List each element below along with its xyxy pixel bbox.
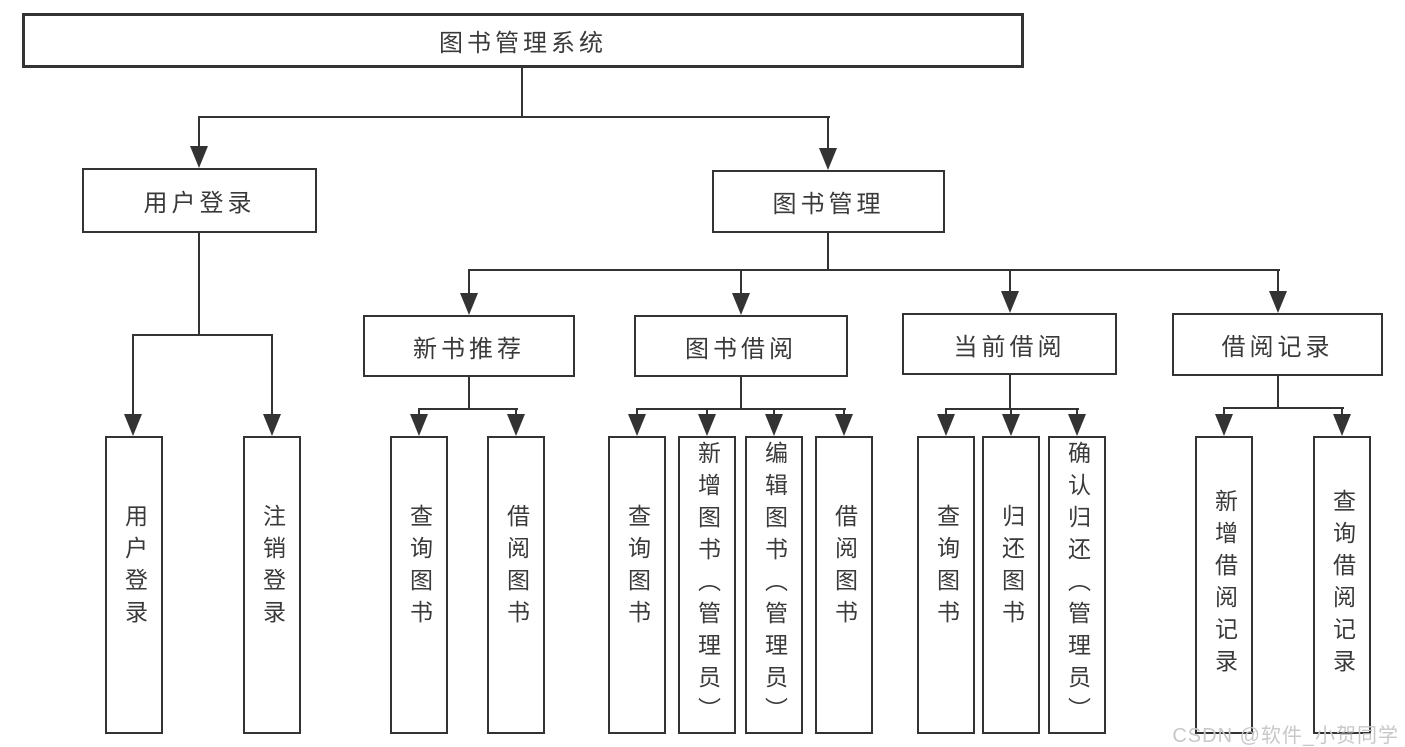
connector-line xyxy=(1223,407,1225,418)
arrowhead-down-icon xyxy=(1215,414,1233,436)
connector-line xyxy=(521,68,523,118)
connector-line xyxy=(1223,407,1344,409)
leaf-query-book-recommend: 查询图书 xyxy=(390,436,448,734)
connector-line xyxy=(773,408,775,418)
leaf-add-book-admin: 新增图书（管理员） xyxy=(678,436,736,734)
arrowhead-down-icon xyxy=(263,414,281,436)
node-new-book-recommend: 新书推荐 xyxy=(363,315,575,377)
connector-line xyxy=(1009,375,1011,410)
connector-line xyxy=(945,408,947,418)
connector-line xyxy=(198,233,200,336)
arrowhead-down-icon xyxy=(460,293,478,315)
node-book-management: 图书管理 xyxy=(712,170,945,233)
node-library-system: 图书管理系统 xyxy=(22,13,1024,68)
connector-line xyxy=(740,377,742,410)
leaf-query-book-current: 查询图书 xyxy=(917,436,975,734)
connector-line xyxy=(827,116,829,152)
connector-line xyxy=(468,377,470,410)
arrowhead-down-icon xyxy=(1333,414,1351,436)
arrowhead-down-icon xyxy=(819,148,837,170)
arrowhead-down-icon xyxy=(765,414,783,436)
leaf-borrow-book: 借阅图书 xyxy=(815,436,873,734)
connector-line xyxy=(271,334,273,418)
arrowhead-down-icon xyxy=(190,146,208,168)
connector-line xyxy=(198,116,830,118)
leaf-query-borrow-record: 查询借阅记录 xyxy=(1313,436,1371,734)
connector-line xyxy=(636,408,846,410)
connector-line xyxy=(1009,269,1011,295)
arrowhead-down-icon xyxy=(937,414,955,436)
connector-line xyxy=(418,408,420,418)
connector-line xyxy=(198,116,200,150)
leaf-add-borrow-record: 新增借阅记录 xyxy=(1195,436,1253,734)
connector-line xyxy=(945,408,1079,410)
connector-line xyxy=(843,408,845,418)
connector-line xyxy=(740,269,742,297)
arrowhead-down-icon xyxy=(1269,291,1287,313)
arrowhead-down-icon xyxy=(507,414,525,436)
arrowhead-down-icon xyxy=(1001,291,1019,313)
connector-line xyxy=(1010,408,1012,418)
connector-line xyxy=(636,408,638,418)
connector-line xyxy=(418,408,518,410)
connector-line xyxy=(468,269,470,297)
node-user-login: 用户登录 xyxy=(82,168,317,233)
leaf-edit-book-admin: 编辑图书（管理员） xyxy=(745,436,803,734)
leaf-confirm-return-admin: 确认归还（管理员） xyxy=(1048,436,1106,734)
arrowhead-down-icon xyxy=(835,414,853,436)
leaf-user-login: 用户登录 xyxy=(105,436,163,734)
connector-line xyxy=(827,233,829,271)
leaf-borrow-book-recommend: 借阅图书 xyxy=(487,436,545,734)
connector-line xyxy=(468,269,1280,271)
arrowhead-down-icon xyxy=(410,414,428,436)
arrowhead-down-icon xyxy=(1002,414,1020,436)
connector-line xyxy=(515,408,517,418)
leaf-return-book: 归还图书 xyxy=(982,436,1040,734)
arrowhead-down-icon xyxy=(1068,414,1086,436)
leaf-query-book-borrow: 查询图书 xyxy=(608,436,666,734)
arrowhead-down-icon xyxy=(698,414,716,436)
node-book-borrow: 图书借阅 xyxy=(634,315,848,377)
csdn-watermark: CSDN @软件_小贺同学 xyxy=(1172,725,1399,747)
leaf-logout: 注销登录 xyxy=(243,436,301,734)
connector-line xyxy=(706,408,708,418)
connector-line xyxy=(1277,269,1279,295)
arrowhead-down-icon xyxy=(628,414,646,436)
node-borrow-record: 借阅记录 xyxy=(1172,313,1383,376)
connector-line xyxy=(1341,407,1343,418)
arrowhead-down-icon xyxy=(124,414,142,436)
connector-line xyxy=(1076,408,1078,418)
node-current-borrow: 当前借阅 xyxy=(902,313,1117,375)
connector-line xyxy=(132,334,134,418)
connector-line xyxy=(1277,376,1279,409)
connector-line xyxy=(132,334,273,336)
arrowhead-down-icon xyxy=(732,293,750,315)
